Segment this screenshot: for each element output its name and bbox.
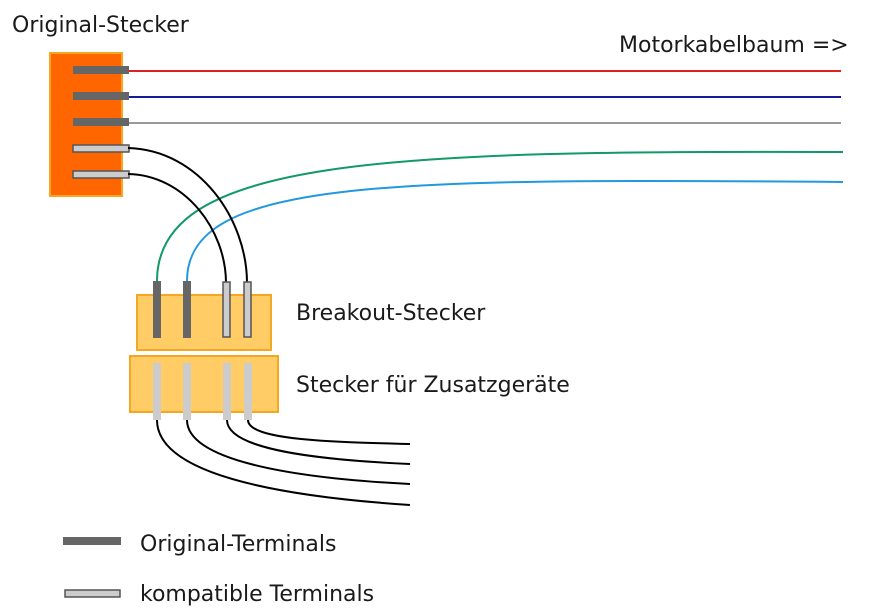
wire-lightblue: [186, 179, 844, 282]
output-wire-3: [226, 419, 411, 465]
accessory-connector-label: Stecker für Zusatzgeräte: [296, 373, 570, 398]
breakout-connector-label: Breakout-Stecker: [296, 301, 486, 326]
compatible-terminal-1: [72, 144, 130, 153]
original-terminal-3: [73, 118, 129, 126]
legend-original-swatch: [63, 537, 121, 545]
motor-harness-label: Motorkabelbaum =>: [619, 33, 849, 58]
original-connector-label: Original-Stecker: [12, 13, 190, 38]
breakout-pin-1: [153, 281, 161, 338]
wire-green: [156, 150, 844, 282]
output-wire-2: [186, 419, 411, 485]
original-terminal-1: [73, 66, 129, 74]
output-wire-4: [247, 419, 411, 445]
accessory-connector: [129, 355, 279, 413]
breakout-pin-3: [222, 281, 231, 338]
legend-original-label: Original-Terminals: [140, 532, 336, 557]
original-terminal-2: [73, 92, 129, 100]
accessory-pin-2: [183, 363, 191, 420]
compatible-terminal-2: [72, 170, 130, 179]
wire-black-1: [127, 147, 248, 284]
accessory-pin-3: [223, 363, 231, 420]
accessory-pin-1: [153, 363, 161, 420]
legend-compatible-label: kompatible Terminals: [140, 582, 374, 607]
breakout-pin-4: [243, 281, 252, 338]
output-wire-1: [156, 419, 411, 506]
legend-compatible-swatch: [64, 589, 121, 598]
accessory-pin-4: [244, 363, 252, 420]
breakout-pin-2: [183, 281, 191, 338]
wire-black-2: [127, 173, 227, 284]
